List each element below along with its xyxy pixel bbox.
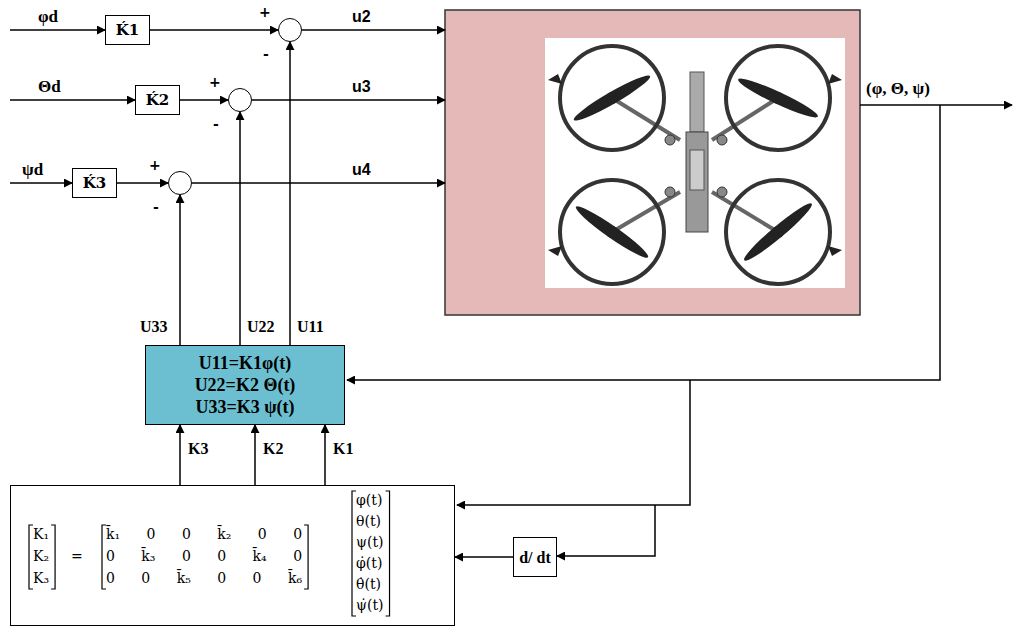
matrix-entry: = (71, 548, 83, 564)
derivative-block: d/ dt (513, 537, 557, 577)
control-signal: u4 (352, 161, 371, 179)
quadrotor (548, 46, 842, 284)
matrix-entry: φ(t) (356, 492, 382, 508)
block-text: U22=K2 Θ(t) (195, 374, 296, 396)
block-text: U11=K1φ(t) (199, 352, 291, 374)
sign-label: + (149, 158, 161, 172)
edge-label: U11 (295, 318, 326, 336)
edge-label: U33 (138, 318, 170, 336)
matrix-entry: k̄₁ 0 0 k̄₂ 0 0 (106, 526, 302, 542)
block-text: U33=K3 ψ(t) (195, 396, 294, 418)
control-signal: u2 (352, 8, 371, 26)
edge-label: K1 (331, 440, 355, 458)
signal-connector (179, 425, 181, 485)
block-text: Ḱ2 (146, 91, 169, 109)
block-text: Ḱ1 (116, 21, 139, 39)
gain-box: Ḱ3 (72, 168, 117, 198)
matrix-entry: K₃ (33, 570, 49, 586)
signal-connector (289, 42, 291, 345)
matrix-entry: φ̇(t) (356, 555, 382, 571)
gain-box: Ḱ1 (105, 15, 150, 45)
signal-connector (179, 195, 181, 345)
sign-label: - (153, 200, 159, 214)
signal-wires (10, 30, 1012, 556)
edge-label: K2 (261, 440, 285, 458)
input-signal: ψd (22, 161, 43, 179)
signal-connector (239, 112, 241, 345)
sign-label: + (209, 75, 221, 89)
output-signal: (φ, Θ, ψ) (866, 80, 930, 98)
gain-matrix-block: K₁ K₂ K₃ = k̄₁ 0 0 k̄₂ 0 0 0 k̄₃ 0 0 k̄₄ 0 0 0… (10, 485, 455, 626)
matrix-entry: 0 k̄₃ 0 0 k̄₄ 0 (106, 548, 302, 564)
signal-connector (150, 29, 278, 31)
feedback-block: U11=K1φ(t)U22=K2 Θ(t)U33=K3 ψ(t) (145, 345, 345, 425)
gain-box: Ḱ2 (135, 85, 180, 115)
matrix-entry: θ(t) (356, 513, 381, 529)
summing-junction: +- (228, 88, 252, 112)
control-signal: u3 (352, 78, 371, 96)
matrix-entry: ψ̇(t) (356, 597, 384, 613)
signal-connector (324, 425, 326, 485)
plant-block (445, 10, 860, 315)
matrix-entry: θ̇(t) (356, 576, 381, 592)
edge-label: K3 (186, 440, 210, 458)
summing-junction: +- (278, 18, 302, 42)
input-signal: Θd (38, 78, 61, 96)
signal-connector (455, 556, 513, 558)
quadrotor-picture (545, 38, 845, 288)
block-text: d/ dt (519, 549, 551, 566)
matrix-entry: K₂ (33, 548, 49, 564)
matrix-entry: 0 0 k̄₅ 0 0 k̄₆ (106, 570, 302, 586)
signal-connector (254, 425, 256, 485)
summing-junction: +- (168, 171, 192, 195)
signal-connector (117, 182, 168, 184)
block-text: Ḱ3 (83, 174, 106, 192)
sign-label: - (213, 117, 219, 131)
sign-label: + (259, 5, 271, 19)
matrix-entry: K₁ (33, 526, 49, 542)
edge-label: U22 (245, 318, 277, 336)
sign-label: - (263, 47, 269, 61)
input-signal: φd (38, 8, 58, 26)
matrix-entry: ψ(t) (356, 534, 384, 550)
signal-connector (180, 99, 228, 101)
